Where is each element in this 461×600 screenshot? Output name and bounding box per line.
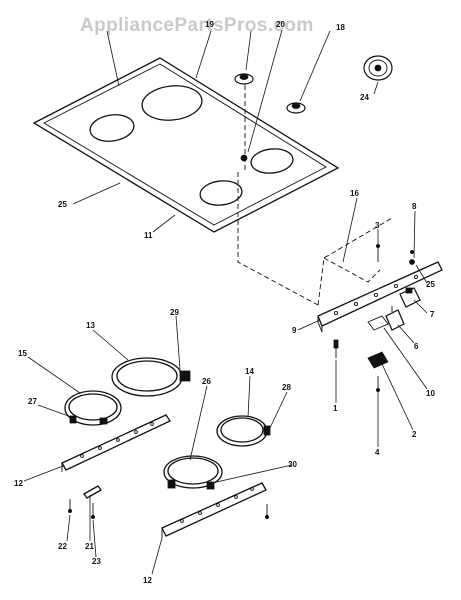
- callout-24: 24: [360, 93, 369, 102]
- callout-20: 20: [276, 20, 285, 29]
- callout-1: 1: [333, 404, 338, 413]
- watermark-text: AppliancePartsPros.com: [80, 15, 314, 36]
- element-14: [216, 415, 271, 447]
- screw-23: [91, 503, 96, 520]
- callout-26: 26: [202, 377, 211, 386]
- callout-9: 9: [292, 326, 297, 335]
- burner-right-front: [199, 180, 243, 206]
- callout-30: 30: [288, 460, 297, 469]
- terminal-block-2: [367, 351, 389, 369]
- leader-lines: [23, 29, 428, 575]
- screw-4: [375, 376, 380, 392]
- burner-right-rear: [250, 148, 294, 174]
- callout-27: 27: [28, 397, 37, 406]
- screw-1: [333, 339, 339, 358]
- indicator-light: [240, 154, 248, 162]
- callout-14: 14: [245, 367, 254, 376]
- callout-25-right: 25: [426, 280, 435, 289]
- callout-12-lower: 12: [143, 576, 152, 585]
- callout-25-left: 25: [58, 200, 67, 209]
- callout-7: 7: [430, 310, 435, 319]
- screw-8: [409, 249, 414, 254]
- knob-right: [286, 102, 306, 114]
- callout-2: 2: [412, 430, 417, 439]
- callout-10: 10: [426, 389, 435, 398]
- dashed-guide-3: [317, 217, 393, 306]
- support-bracket-12-lower: [161, 482, 267, 538]
- infinite-switch-7: [399, 287, 421, 308]
- callout-4: 4: [375, 448, 380, 457]
- callout-19: 19: [205, 20, 214, 29]
- screw-lower-right: [264, 504, 269, 520]
- callout-15: 15: [18, 349, 27, 358]
- dashed-guide-4: [323, 257, 381, 283]
- knob-left: [234, 73, 254, 85]
- cooktop-glass: [32, 57, 340, 233]
- callout-6: 6: [414, 342, 419, 351]
- element-15: [64, 390, 122, 426]
- callout-22: 22: [58, 542, 67, 551]
- screw-22: [68, 499, 73, 513]
- dashed-guide-2: [237, 172, 319, 306]
- callout-18: 18: [336, 23, 345, 32]
- callout-12-upper: 12: [14, 479, 23, 488]
- callout-29: 29: [170, 308, 179, 317]
- support-bracket-12-upper: [61, 414, 171, 472]
- element-26: [163, 455, 223, 490]
- callout-8-top: 8: [412, 202, 417, 211]
- callout-23: 23: [92, 557, 101, 566]
- control-knob: [363, 55, 393, 81]
- control-bracket: [317, 259, 443, 333]
- callout-11: 11: [144, 231, 153, 240]
- burner-left-front: [89, 114, 135, 142]
- screw-3: [375, 243, 380, 262]
- callout-13: 13: [86, 321, 95, 330]
- callout-21: 21: [85, 542, 94, 551]
- terminal-21: [83, 485, 102, 499]
- element-13: [111, 357, 191, 397]
- callout-28: 28: [282, 383, 291, 392]
- insulator-10: [367, 315, 389, 331]
- burner-left-rear: [141, 85, 203, 121]
- callout-16: 16: [350, 189, 359, 198]
- switch-6: [385, 306, 405, 331]
- callout-3: 3: [375, 221, 380, 230]
